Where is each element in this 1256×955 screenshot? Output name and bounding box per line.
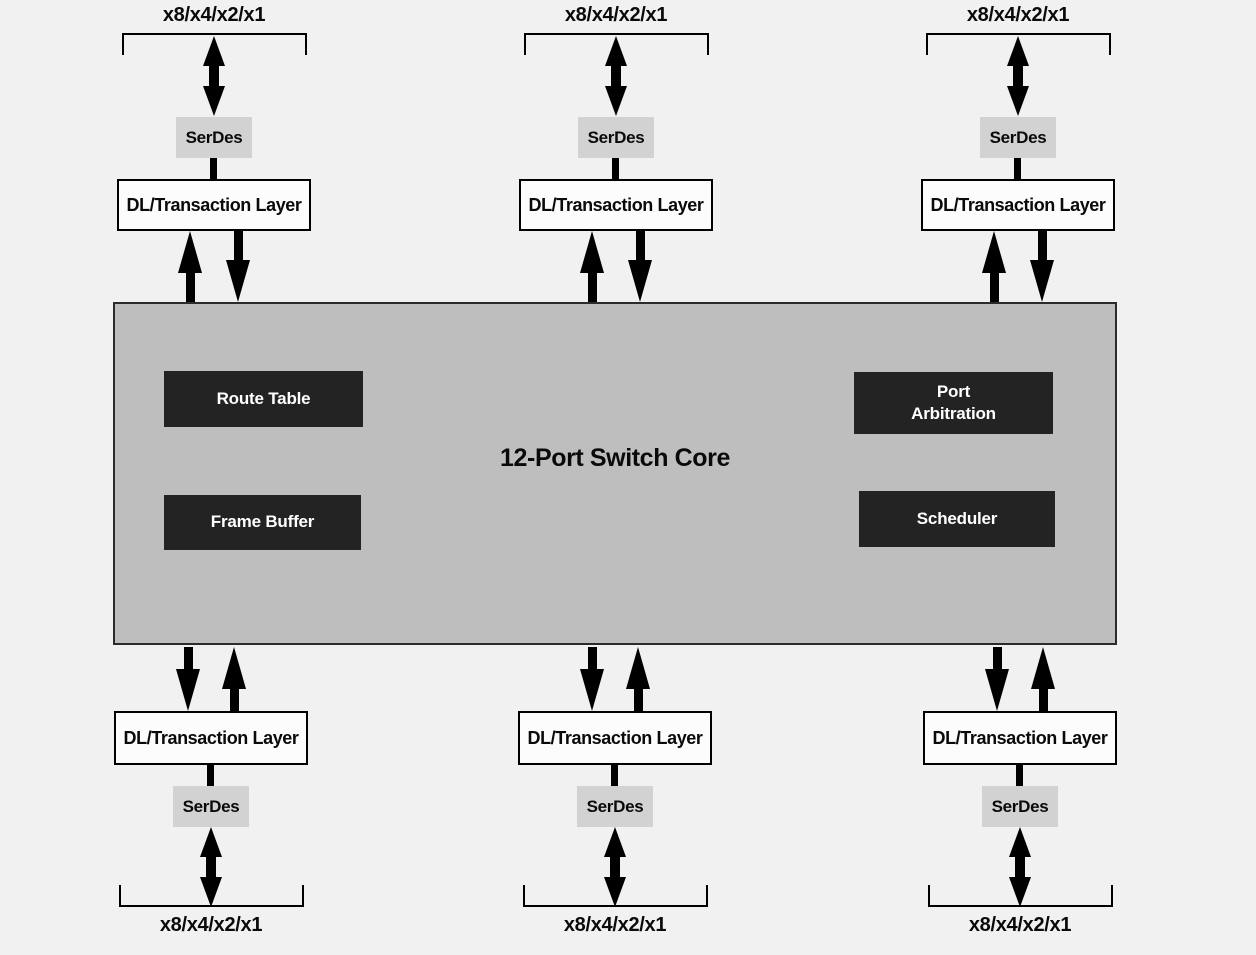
- bidirectional-arrow-icon: [203, 36, 225, 116]
- bidirectional-arrow-icon: [200, 827, 222, 907]
- lane-config-label: x8/x4/x2/x1: [563, 914, 667, 936]
- downstream-arrow-icon: [176, 647, 200, 711]
- serdes-box: SerDes: [176, 117, 252, 158]
- downstream-arrow-icon: [580, 647, 604, 711]
- upstream-arrow-icon: [626, 647, 650, 711]
- switch-core-box: 12-Port Switch Core Route Table Frame Bu…: [113, 302, 1117, 645]
- bidirectional-arrow-icon: [1009, 827, 1031, 907]
- lane-config-label: x8/x4/x2/x1: [564, 4, 668, 26]
- downstream-arrow-icon: [628, 231, 652, 302]
- downstream-arrow-icon: [226, 231, 250, 302]
- lane-bracket: [524, 33, 709, 55]
- frame-buffer-block: Frame Buffer: [164, 495, 361, 550]
- lane-config-label: x8/x4/x2/x1: [159, 914, 263, 936]
- serdes-box: SerDes: [982, 786, 1058, 827]
- serdes-connector: [1014, 158, 1021, 179]
- downstream-arrow-icon: [1030, 231, 1054, 302]
- upstream-arrow-icon: [222, 647, 246, 711]
- serdes-connector: [207, 765, 214, 786]
- upstream-arrow-icon: [982, 231, 1006, 302]
- serdes-connector: [611, 765, 618, 786]
- lane-config-label: x8/x4/x2/x1: [162, 4, 266, 26]
- upstream-arrow-icon: [178, 231, 202, 302]
- upstream-arrow-icon: [580, 231, 604, 302]
- lane-config-label: x8/x4/x2/x1: [968, 914, 1072, 936]
- upstream-arrow-icon: [1031, 647, 1055, 711]
- downstream-arrow-icon: [985, 647, 1009, 711]
- lane-config-label: x8/x4/x2/x1: [966, 4, 1070, 26]
- lane-bracket: [523, 885, 708, 907]
- dl-transaction-layer-box: DL/Transaction Layer: [114, 711, 308, 765]
- lane-bracket: [119, 885, 304, 907]
- bidirectional-arrow-icon: [605, 36, 627, 116]
- dl-transaction-layer-box: DL/Transaction Layer: [923, 711, 1117, 765]
- bidirectional-arrow-icon: [604, 827, 626, 907]
- port-arbitration-block: Port Arbitration: [854, 372, 1053, 434]
- lane-bracket: [122, 33, 307, 55]
- port-arbitration-label: Port Arbitration: [911, 381, 996, 423]
- serdes-box: SerDes: [578, 117, 654, 158]
- lane-bracket: [928, 885, 1113, 907]
- serdes-box: SerDes: [577, 786, 653, 827]
- serdes-connector: [210, 158, 217, 179]
- serdes-connector: [1016, 765, 1023, 786]
- route-table-block: Route Table: [164, 371, 363, 427]
- dl-transaction-layer-box: DL/Transaction Layer: [518, 711, 712, 765]
- dl-transaction-layer-box: DL/Transaction Layer: [117, 179, 311, 231]
- dl-transaction-layer-box: DL/Transaction Layer: [921, 179, 1115, 231]
- serdes-connector: [612, 158, 619, 179]
- scheduler-block: Scheduler: [859, 491, 1055, 547]
- dl-transaction-layer-box: DL/Transaction Layer: [519, 179, 713, 231]
- serdes-box: SerDes: [980, 117, 1056, 158]
- switch-core-title: 12-Port Switch Core: [500, 444, 730, 472]
- serdes-box: SerDes: [173, 786, 249, 827]
- lane-bracket: [926, 33, 1111, 55]
- bidirectional-arrow-icon: [1007, 36, 1029, 116]
